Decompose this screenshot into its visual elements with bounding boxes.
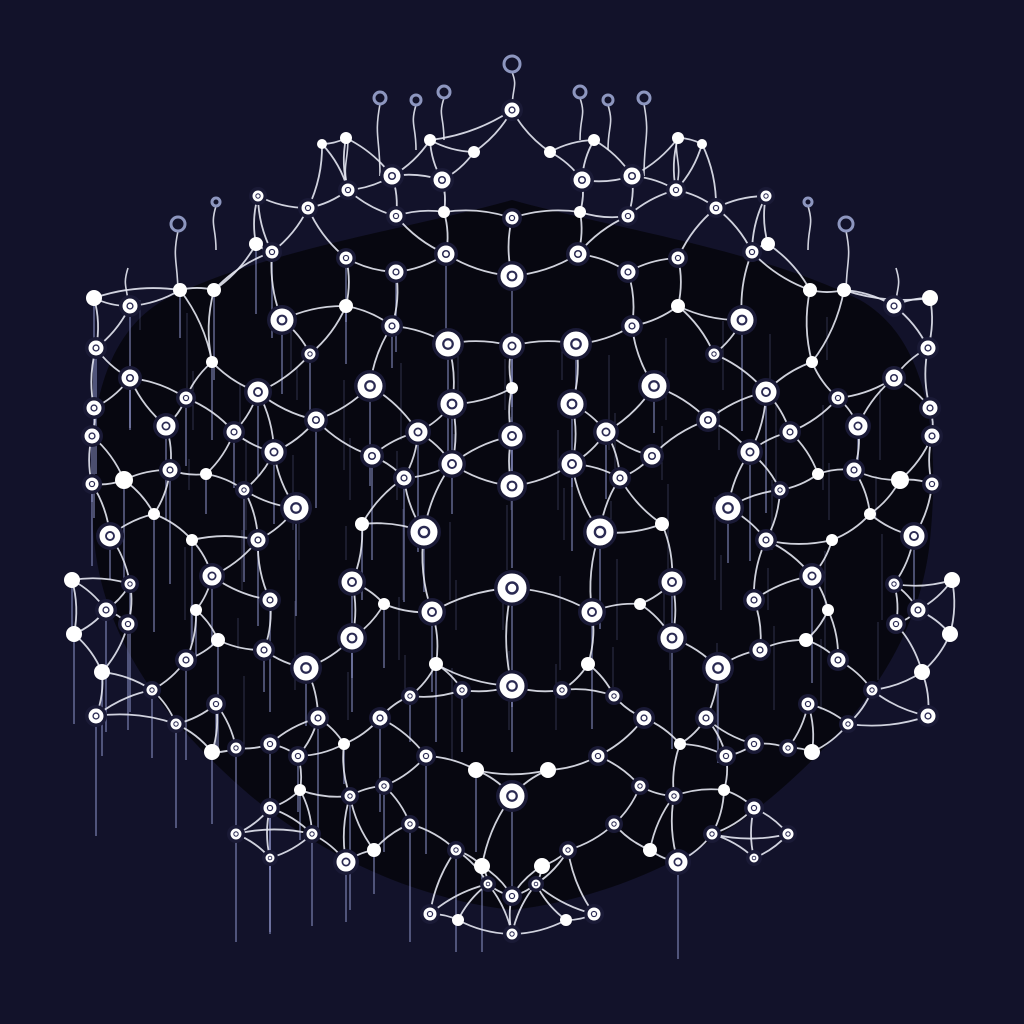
network-nodes xyxy=(64,99,960,943)
top-antenna-rings xyxy=(124,54,900,307)
